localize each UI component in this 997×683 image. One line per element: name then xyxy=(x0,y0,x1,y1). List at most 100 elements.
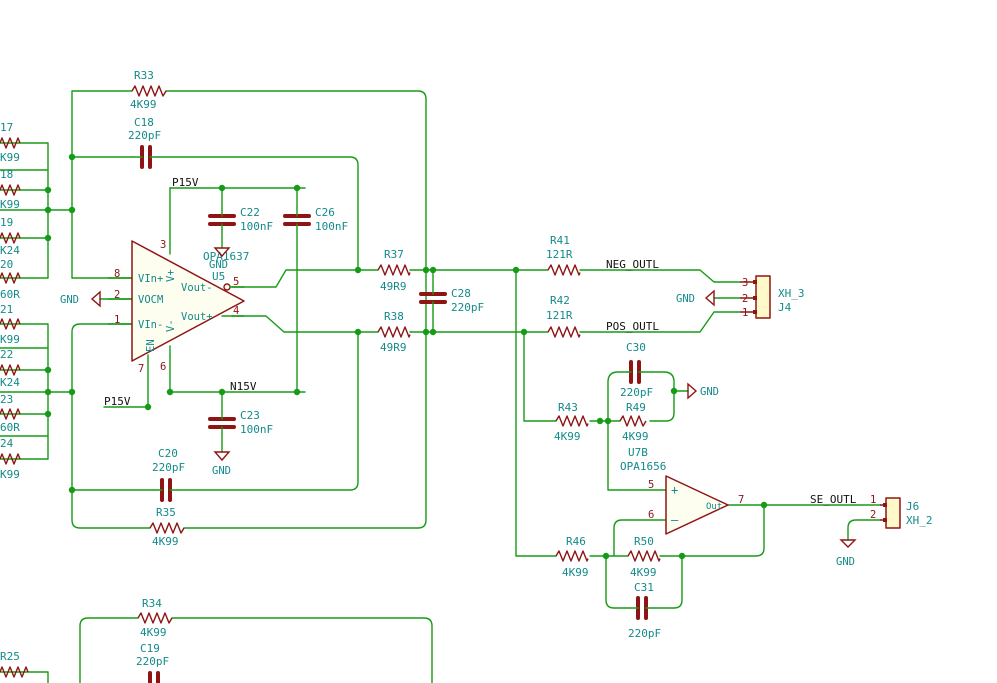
c30-ref: C30 xyxy=(626,341,646,354)
resistor-r34: R34 4K99 xyxy=(137,597,173,639)
opamp-u5: VIn+ VOCM VIn- Vout- Vout+ EN V+ V- 8 2 … xyxy=(107,239,249,375)
capacitor-c31: C31 220pF xyxy=(628,581,661,640)
resistor-r37: R37 49R9 xyxy=(377,248,411,293)
net-se-outl: SE_OUTL xyxy=(810,493,857,506)
r38-ref: R38 xyxy=(384,310,404,323)
c26-ref: C26 xyxy=(315,206,335,219)
r25-ref: R25 xyxy=(0,650,20,663)
j6-pin-2: 2 xyxy=(870,509,876,521)
r42-ref: R42 xyxy=(550,294,570,307)
j4-pin-1: 1 xyxy=(742,307,748,319)
capacitor-c28: C28 220pF xyxy=(419,285,484,314)
r41-value: 121R xyxy=(546,248,573,261)
u5-pinnum-7: 7 xyxy=(138,363,144,375)
partial-label: K24 xyxy=(0,376,20,389)
gnd-label-c23: GND xyxy=(212,465,231,477)
partial-label: K99 xyxy=(0,468,20,481)
wires xyxy=(0,90,881,683)
partial-label: 60R xyxy=(0,421,20,434)
c31-value: 220pF xyxy=(628,627,661,640)
j4-pin-2: 2 xyxy=(742,293,748,305)
net-pos-outl: POS_OUTL xyxy=(606,320,659,333)
j4-pin-3: 3 xyxy=(742,277,748,289)
resistor-r41: R41 121R xyxy=(546,234,581,276)
u5-ref: U5 xyxy=(212,270,225,283)
j6-ref: J6 xyxy=(906,500,919,513)
c23-ref: C23 xyxy=(240,409,260,422)
c28-ref: C28 xyxy=(451,287,471,300)
u7b-pinnum-7: 7 xyxy=(738,494,744,506)
u7b-pinnum-5: 5 xyxy=(648,479,654,491)
resistor-r46: R46 4K99 xyxy=(555,535,589,579)
capacitor-c22: C22 100nF xyxy=(208,206,273,233)
resistor-r35: R35 4K99 xyxy=(149,506,185,548)
capacitor-c30: C30 220pF xyxy=(620,341,653,399)
p15v-label-lower: P15V xyxy=(104,395,131,408)
r37-value: 49R9 xyxy=(380,280,407,293)
gnd-label-c22: GND xyxy=(209,259,228,271)
u5-pinnum-4: 4 xyxy=(233,305,239,317)
connector-j6: 1 2 J6 XH_2 xyxy=(870,494,933,529)
u5-pin-voutn: Vout- xyxy=(181,282,213,294)
u5-pin-vn: V- xyxy=(165,319,177,332)
c22-ref: C22 xyxy=(240,206,260,219)
partial-label: 17 xyxy=(0,121,13,134)
u5-value: OPA1637 xyxy=(203,250,249,263)
resistor-r49: R49 4K99 xyxy=(619,401,649,443)
j4-value: XH_3 xyxy=(778,287,805,300)
u5-pin-voutp: Vout+ xyxy=(181,311,213,323)
j6-pin-1: 1 xyxy=(870,494,876,506)
capacitor-c26: C26 100nF xyxy=(283,206,348,233)
junctions xyxy=(44,153,768,560)
u5-pin-vocm: VOCM xyxy=(138,294,163,306)
u5-pinnum-8: 8 xyxy=(114,268,120,280)
partial-label: 60R xyxy=(0,288,20,301)
resistor-r43: R43 4K99 xyxy=(554,401,589,443)
gnd-label-j6: GND xyxy=(836,556,855,568)
u5-pinnum-2: 2 xyxy=(114,289,120,301)
j4-ref: J4 xyxy=(778,301,792,314)
u5-pinnum-5: 5 xyxy=(233,276,239,288)
gnd-label-j4: GND xyxy=(676,293,695,305)
r46-value: 4K99 xyxy=(562,566,589,579)
resistor-r50: R50 4K99 xyxy=(627,535,661,579)
u7b-ref: U7B xyxy=(628,446,648,459)
r41-ref: R41 xyxy=(550,234,570,247)
c26-value: 100nF xyxy=(315,220,348,233)
net-labels: NEG_OUTL POS_OUTL SE_OUTL xyxy=(606,258,857,506)
j6-value: XH_2 xyxy=(906,514,933,527)
resistor-r38: R38 49R9 xyxy=(377,310,411,354)
r46-ref: R46 xyxy=(566,535,586,548)
partial-label: 23 xyxy=(0,393,13,406)
resistor-r33: R33 4K99 xyxy=(130,69,167,111)
r43-ref: R43 xyxy=(558,401,578,414)
gnd-label-c30: GND xyxy=(700,386,719,398)
c22-value: 100nF xyxy=(240,220,273,233)
capacitor-c19: C19 220pF xyxy=(136,642,169,683)
partial-label: K99 xyxy=(0,198,20,211)
c31-ref: C31 xyxy=(634,581,654,594)
r49-value: 4K99 xyxy=(622,430,649,443)
r34-value: 4K99 xyxy=(140,626,167,639)
connector-j4: 3 2 1 XH_3 J4 xyxy=(740,275,805,319)
n15v-label: N15V xyxy=(230,380,257,393)
r42-value: 121R xyxy=(546,309,573,322)
capacitor-c20: C20 220pF xyxy=(152,447,185,502)
partial-label: 20 xyxy=(0,258,13,271)
partial-label: 22 xyxy=(0,348,13,361)
c23-value: 100nF xyxy=(240,423,273,436)
c28-value: 220pF xyxy=(451,301,484,314)
resistor-r25: R25 xyxy=(0,650,29,678)
c19-ref: C19 xyxy=(140,642,160,655)
r33-value: 4K99 xyxy=(130,98,157,111)
gnd-icon xyxy=(839,539,857,548)
net-neg-outl: NEG_OUTL xyxy=(606,258,659,271)
resistor-r42: R42 121R xyxy=(546,294,581,338)
gnd-icon xyxy=(90,290,101,308)
c18-ref: C18 xyxy=(134,116,154,129)
r33-ref: R33 xyxy=(134,69,154,82)
capacitor-c23: C23 100nF xyxy=(208,409,273,436)
r38-value: 49R9 xyxy=(380,341,407,354)
